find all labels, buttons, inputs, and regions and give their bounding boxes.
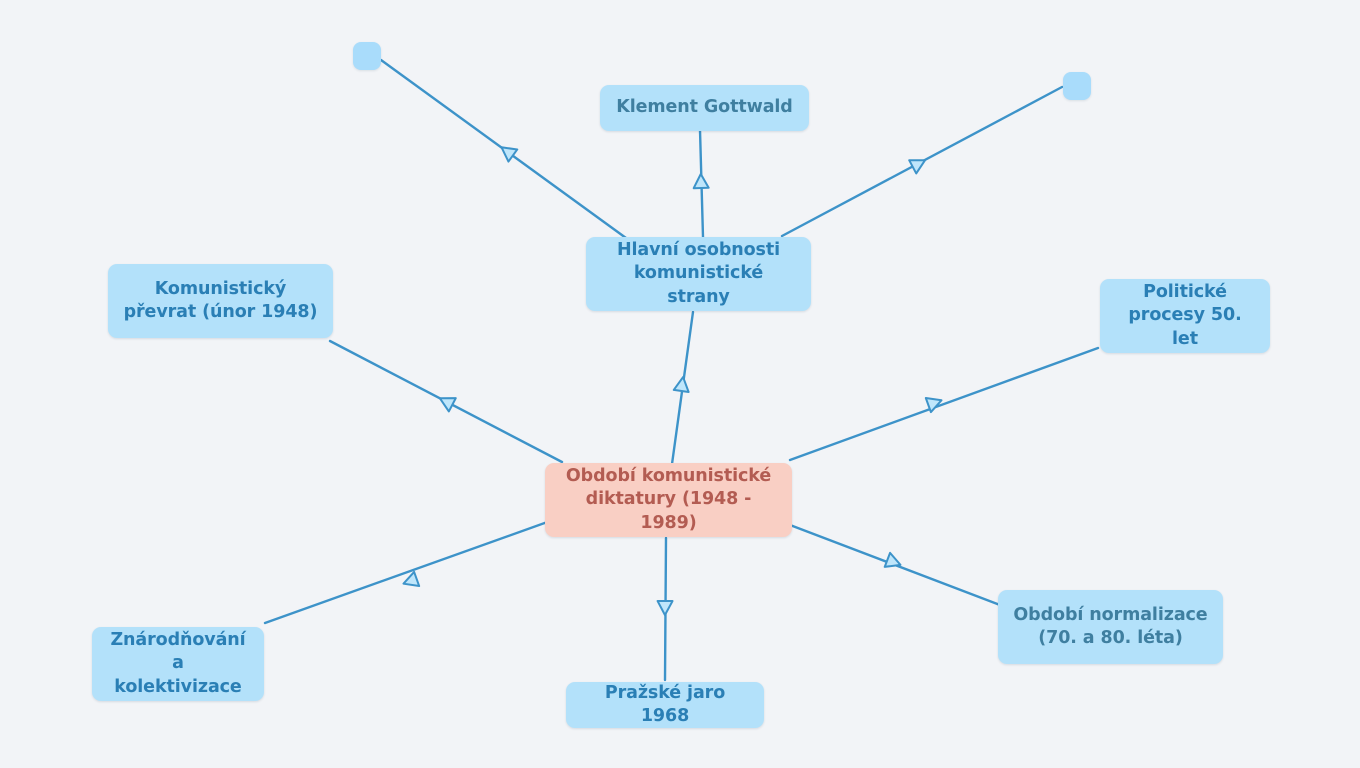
- edge-line: [263, 518, 555, 625]
- edge-arrowhead: [692, 173, 710, 190]
- node-komunisticky-prevrat[interactable]: Komunistický převrat (únor 1948): [108, 264, 333, 338]
- node-blank-top-right[interactable]: [1063, 72, 1091, 100]
- node-obdobi-normalizace[interactable]: Období normalizace (70. a 80. léta): [998, 590, 1223, 664]
- edge-center-hlavni: [670, 310, 695, 466]
- edge-arrowhead: [656, 599, 674, 616]
- edge-hlavni-blank-left: [379, 58, 628, 240]
- node-znarodnovani[interactable]: Znárodňování a kolektivizace: [92, 627, 264, 701]
- edge-arrowhead: [672, 376, 690, 393]
- edge-arrowhead: [438, 397, 457, 413]
- node-hlavni-osobnosti[interactable]: Hlavní osobnosti komunistické strany: [586, 237, 811, 311]
- node-center[interactable]: Období komunistické diktatury (1948 - 19…: [545, 463, 792, 537]
- edge-arrowhead: [500, 146, 519, 163]
- edge-arrowhead: [883, 551, 902, 568]
- edge-line: [788, 346, 1100, 462]
- node-blank-top-left[interactable]: [353, 42, 381, 70]
- edge-arrowhead: [402, 570, 421, 588]
- edge-arrowhead: [924, 397, 943, 414]
- edge-center-politicke: [788, 346, 1100, 462]
- node-politicke-procesy[interactable]: Politické procesy 50. let: [1100, 279, 1270, 353]
- node-label: Klement Gottwald: [616, 97, 793, 118]
- node-label: Období komunistické diktatury (1948 - 19…: [565, 466, 772, 533]
- node-label: Období normalizace (70. a 80. léta): [1013, 604, 1208, 648]
- node-label: Politické procesy 50. let: [1128, 282, 1242, 349]
- edge-center-prazske: [656, 536, 674, 682]
- edge-center-komunisticky: [328, 339, 564, 464]
- node-klement-gottwald[interactable]: Klement Gottwald: [600, 85, 809, 131]
- edge-hlavni-gottwald: [692, 128, 710, 239]
- edge-center-normalizace: [788, 523, 1002, 607]
- node-label: Komunistický převrat (únor 1948): [123, 278, 318, 322]
- edge-hlavni-blank-right: [780, 85, 1064, 238]
- node-prazske-jaro[interactable]: Pražské jaro 1968: [566, 682, 764, 728]
- node-label: Znárodňování a kolektivizace: [110, 630, 246, 697]
- node-label: Pražské jaro 1968: [604, 682, 726, 726]
- edge-arrowhead: [908, 159, 927, 175]
- node-label: Hlavní osobnosti komunistické strany: [616, 240, 781, 307]
- edge-center-znarodnovani: [263, 518, 555, 625]
